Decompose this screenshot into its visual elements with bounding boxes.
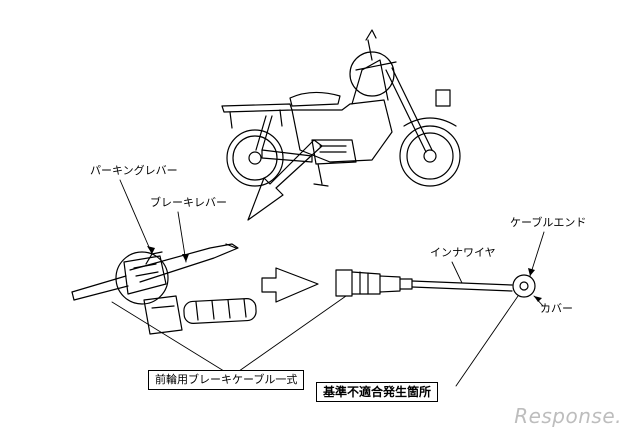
defect-location-label: 基準不適合発生箇所 <box>316 382 439 402</box>
cover-label: カバー <box>540 302 573 315</box>
response-logo: Response. <box>514 404 622 428</box>
brake-lever-assembly <box>71 243 257 335</box>
leader-lines <box>111 179 545 387</box>
right-arrow <box>261 267 319 303</box>
pointer-arrow <box>247 139 323 221</box>
cable-end-label: ケーブルエンド <box>510 216 587 229</box>
brake-cable <box>335 269 536 298</box>
inner-wire-label: インナワイヤ <box>430 246 496 259</box>
front-cable-label: 前輪用ブレーキケーブル一式 <box>148 370 305 390</box>
motorcycle-illustration <box>221 29 461 187</box>
parking-lever-label: パーキングレバー <box>90 164 178 177</box>
brake-lever-label: ブレーキレバー <box>150 196 227 209</box>
